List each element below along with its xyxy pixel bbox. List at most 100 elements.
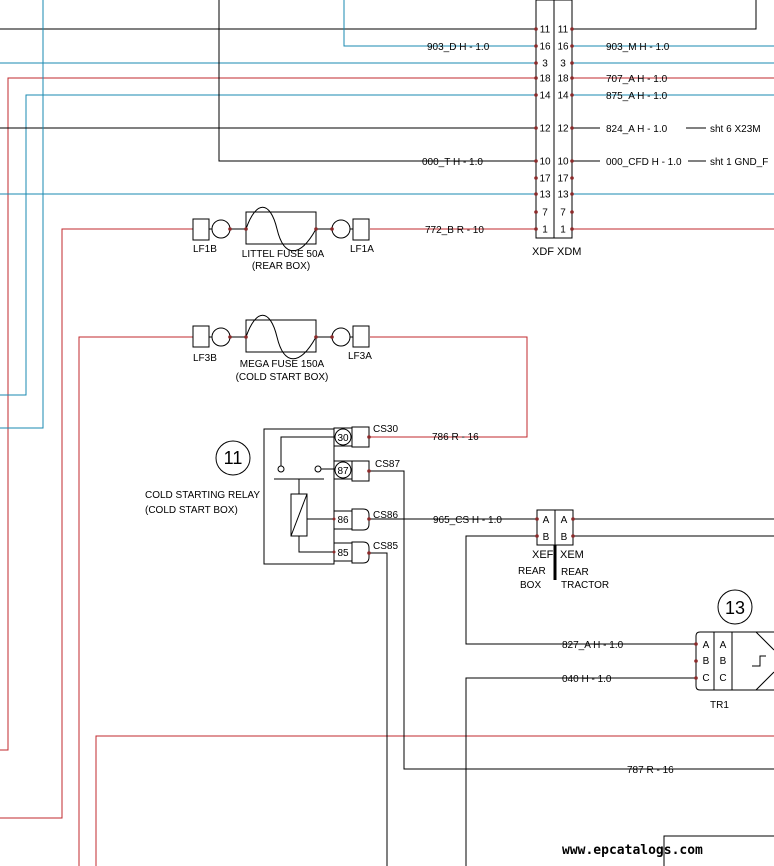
- xdf-pin-18: 18: [539, 74, 551, 85]
- xdf-pin-10: 10: [539, 157, 551, 168]
- connector-xef-xem: [536, 509, 574, 580]
- connector-tr1: [695, 631, 774, 691]
- pin-dot: [570, 61, 574, 65]
- mega-fuse-location: (COLD START BOX): [236, 372, 329, 383]
- tr1-pin-c-right: C: [719, 673, 726, 684]
- xdm-pin-11: 11: [558, 25, 569, 36]
- wire-label-903m: 903_M H - 1.0: [606, 42, 670, 53]
- lf1b-label: LF1B: [193, 244, 217, 255]
- pin-dot: [534, 227, 538, 231]
- xem-sub-1: REAR: [561, 567, 589, 578]
- tr1-pin-a-right: A: [720, 640, 727, 651]
- xdf-pin-16: 16: [539, 42, 551, 53]
- tag-cs30: CS30: [373, 424, 398, 435]
- wire-label-824a: 824_A H - 1.0: [606, 124, 668, 135]
- xdm-label: XDM: [557, 246, 581, 258]
- tr1-pin-b-left: B: [703, 656, 710, 667]
- xem-pin-b: B: [561, 532, 568, 543]
- wire-ref-824a: sht 6 X23M: [710, 124, 761, 135]
- xdf-pin-11: 11: [540, 25, 551, 36]
- xem-sub-2: TRACTOR: [561, 580, 609, 591]
- wire-label-827a: 827_A H - 1.0: [562, 640, 624, 651]
- lf3a-label: LF3A: [348, 351, 372, 362]
- mega-fuse: [192, 315, 370, 359]
- tag-cs86: CS86: [373, 510, 398, 521]
- xdf-label: XDF: [532, 246, 554, 258]
- relay-terminal-85: 85: [337, 548, 349, 559]
- tr1-pin-a-left: A: [703, 640, 710, 651]
- xdm-pin-18: 18: [557, 74, 569, 85]
- xem-pin-a: A: [561, 515, 568, 526]
- pin-dot: [570, 44, 574, 48]
- wire-label-000cfd: 000_CFD H - 1.0: [606, 157, 682, 168]
- pin-dot: [534, 210, 538, 214]
- pin-dot: [534, 159, 538, 163]
- littel-fuse: [192, 207, 370, 251]
- wire-label-707a: 707_A H - 1.0: [606, 74, 668, 85]
- xdm-pin-16: 16: [557, 42, 569, 53]
- mega-fuse-name: MEGA FUSE 150A: [240, 359, 325, 370]
- xef-sub-1: REAR: [518, 566, 546, 577]
- xef-label: XEF: [532, 549, 554, 561]
- relay-terminal-86: 86: [337, 515, 349, 526]
- xem-label: XEM: [560, 549, 584, 561]
- xdm-pin-12: 12: [557, 124, 569, 135]
- relay-terminal-87: 87: [337, 466, 349, 477]
- pin-dot: [534, 76, 538, 80]
- wire-label-965cs: 965_CS H - 1.0: [433, 515, 502, 526]
- xdf-pin-14: 14: [539, 91, 551, 102]
- wire-label-000t: 000_T H - 1.0: [422, 157, 483, 168]
- xdf-pin-17: 17: [539, 174, 551, 185]
- lf3b-label: LF3B: [193, 353, 217, 364]
- xdm-pin-1: 1: [560, 225, 566, 236]
- component-13-number: 13: [725, 598, 745, 618]
- watermark: www.epcatalogs.com: [562, 843, 703, 858]
- component-13-badge: 13: [717, 589, 753, 625]
- xdf-pin-13: 13: [539, 190, 551, 201]
- xdm-pin-17: 17: [557, 174, 569, 185]
- cold-starting-relay: [263, 426, 370, 565]
- tag-cs87: CS87: [375, 459, 400, 470]
- xef-pin-b: B: [543, 532, 550, 543]
- pin-dot: [534, 126, 538, 130]
- xdf-pin-3: 3: [542, 59, 548, 70]
- pin-dot: [570, 192, 574, 196]
- pin-dot: [534, 176, 538, 180]
- wire-label-875a: 875_A H - 1.0: [606, 91, 668, 102]
- pin-dot: [534, 61, 538, 65]
- xdf-pin-1: 1: [542, 225, 548, 236]
- xdm-pin-7: 7: [560, 208, 566, 219]
- tr1-pin-b-right: B: [720, 656, 727, 667]
- wire-label-787: 787 R - 16: [627, 765, 674, 776]
- right-wiring: [572, 0, 774, 866]
- pin-dot: [570, 27, 574, 31]
- wire-label-786: 786 R - 16: [432, 432, 479, 443]
- pin-dot: [534, 93, 538, 97]
- pin-dot: [570, 93, 574, 97]
- xdm-pin-10: 10: [557, 157, 569, 168]
- relay-number: 11: [224, 448, 243, 468]
- relay-number-badge: 11: [215, 440, 251, 476]
- tr1-label: TR1: [710, 700, 729, 711]
- xdf-pin-12: 12: [539, 124, 551, 135]
- xef-pin-a: A: [543, 515, 550, 526]
- pin-dot: [570, 159, 574, 163]
- pin-dot: [570, 227, 574, 231]
- littel-fuse-name: LITTEL FUSE 50A: [242, 249, 325, 260]
- pin-dot: [570, 176, 574, 180]
- xdm-pin-13: 13: [557, 190, 569, 201]
- pin-dot: [570, 210, 574, 214]
- wire-ref-000cfd: sht 1 GND_F: [710, 157, 768, 168]
- tr1-pin-c-left: C: [702, 673, 709, 684]
- lf1a-label: LF1A: [350, 244, 374, 255]
- tag-cs85: CS85: [373, 541, 398, 552]
- relay-terminal-30: 30: [337, 433, 349, 444]
- xdf-pin-7: 7: [542, 208, 548, 219]
- pin-dot: [534, 27, 538, 31]
- pin-dot: [570, 76, 574, 80]
- wire-label-903d: 903_D H - 1.0: [427, 42, 490, 53]
